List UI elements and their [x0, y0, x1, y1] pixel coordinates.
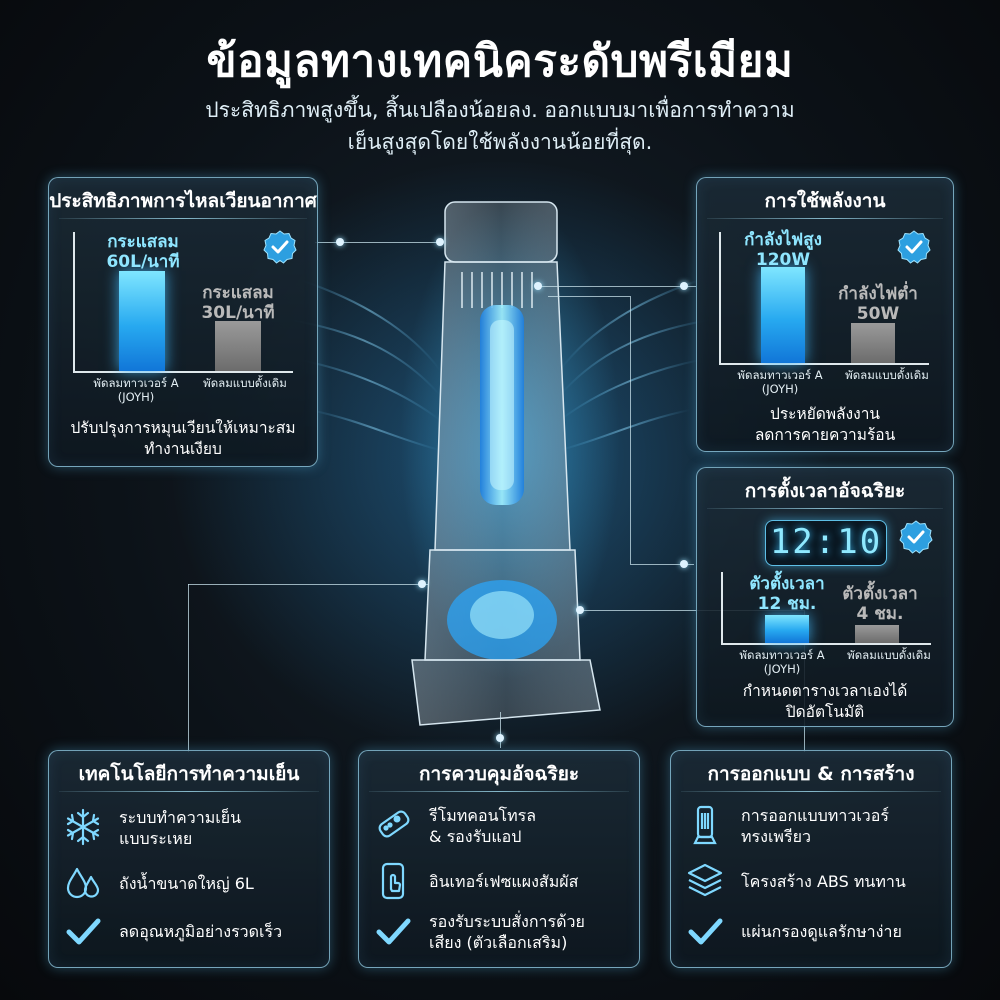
design-panel: การออกแบบ & การสร้าง การออกแบบทาวเวอร์ทร… [670, 750, 952, 968]
page-title: ข้อมูลทางเทคนิคระดับพรีเมียม [206, 36, 794, 87]
feature-text: ลดอุณหภูมิอย่างรวดเร็ว [119, 922, 283, 941]
feature-text: ถังน้ำขนาดใหญ่ 6L [119, 874, 254, 893]
feature-text: รองรับระบบสั่งการด้วยเสียง (ตัวเลือกเสริ… [429, 912, 585, 952]
verified-check-icon [899, 520, 933, 554]
bar-traditional-power [851, 323, 895, 363]
feature-text: อินเทอร์เฟซแผงสัมผัส [429, 872, 579, 891]
design-panel-title: การออกแบบ & การสร้าง [707, 763, 915, 785]
page-subtitle-line1: ประสิทธิภาพสูงขึ้น, สิ้นเปลืองน้อยลง. ออ… [205, 98, 795, 122]
chart-x-axis [721, 643, 931, 645]
page-subtitle-line2: เย็นสูงสุดโดยใช้พลังงานน้อยที่สุด. [347, 130, 653, 154]
chart-y-axis [721, 572, 723, 644]
tower-fan-product-image [400, 200, 620, 726]
leader-dot-cooling [418, 580, 426, 588]
feature-text: รีโมทคอนโทรล& รองรับแอป [429, 806, 537, 846]
leader-line-cooling-h [188, 584, 428, 585]
leader-line-cooling-v [188, 584, 189, 752]
category-label-joyh: พัดลมทาวเวอร์ A(JOYH) [737, 368, 823, 396]
bar-joyh-power [761, 267, 805, 363]
feature-item: รีโมทคอนโทรล& รองรับแอป [373, 805, 629, 846]
feature-item: ระบบทำความเย็นแบบระเหย [63, 807, 319, 848]
remote-icon [378, 810, 410, 838]
category-label-traditional: พัดลมแบบดั้งเดิม [845, 368, 929, 382]
verified-check-icon [897, 230, 931, 264]
leader-dot-power [534, 282, 542, 290]
leader-dot-power-panel [680, 282, 688, 290]
leader-dot-control [496, 734, 504, 742]
check-icon [66, 918, 101, 945]
chart-y-axis [73, 232, 75, 372]
airflow-panel-title: ประสิทธิภาพการไหลเวียนอากาศ [49, 190, 317, 212]
bar-joyh-airflow [119, 271, 165, 371]
touch-phone-icon [381, 862, 405, 900]
bar-joyh-timer [765, 615, 809, 643]
panel-divider [369, 791, 629, 792]
panel-divider [707, 508, 943, 509]
feature-text: แผ่นกรองดูแลรักษาง่าย [741, 922, 902, 941]
cooling-panel-title: เทคโนโลยีการทำความเย็น [78, 763, 300, 785]
feature-item: ถังน้ำขนาดใหญ่ 6L [63, 863, 319, 903]
feature-item: อินเทอร์เฟซแผงสัมผัส [373, 861, 629, 901]
chart-y-axis [719, 232, 721, 364]
bar-traditional-airflow [215, 321, 261, 371]
feature-text: ระบบทำความเย็นแบบระเหย [119, 808, 242, 848]
digital-clock-display: 12:10 [765, 520, 887, 566]
control-panel-title: การควบคุมอัจฉริยะ [418, 763, 580, 785]
bar-traditional-timer [855, 625, 899, 643]
cooling-panel: เทคโนโลยีการทำความเย็น ระบบทำความเย็นแบบ… [48, 750, 330, 968]
water-drops-icon [66, 867, 100, 899]
tower-fan-icon [693, 805, 717, 845]
feature-item: รองรับระบบสั่งการด้วยเสียง (ตัวเลือกเสริ… [373, 911, 629, 952]
timer-footer: กำหนดตารางเวลาเองได้ปิดอัตโนมัติ [742, 682, 908, 721]
timer-panel-title: การตั้งเวลาอัจฉริยะ [744, 480, 906, 502]
panel-divider [681, 791, 941, 792]
leader-dot-timer [680, 560, 688, 568]
power-footer: ประหยัดพลังงานลดการคายความร้อน [754, 405, 896, 444]
leader-line-timer-v [630, 296, 631, 564]
leader-line-airflow [315, 242, 437, 243]
leader-line-timer-h1 [548, 296, 630, 297]
chart-x-axis [73, 371, 293, 373]
category-label-traditional: พัดลมแบบดั้งเดิม [847, 648, 931, 662]
snowflake-icon [66, 808, 100, 846]
feature-text: โครงสร้าง ABS ทนทาน [741, 872, 906, 891]
control-panel: การควบคุมอัจฉริยะ รีโมทคอนโทรล& รองรับแอ… [358, 750, 640, 968]
layers-icon [687, 863, 723, 897]
panel-divider [707, 218, 943, 219]
leader-line-design-h [580, 610, 804, 611]
leader-dot-airflow [336, 238, 344, 246]
check-icon [376, 918, 411, 945]
chart-x-axis [719, 363, 929, 365]
category-label-traditional: พัดลมแบบดั้งเดิม [203, 376, 287, 390]
feature-item: โครงสร้าง ABS ทนทาน [685, 861, 941, 901]
feature-item: ลดอุณหภูมิอย่างรวดเร็ว [63, 911, 319, 951]
leader-line-power [538, 286, 696, 287]
feature-item: แผ่นกรองดูแลรักษาง่าย [685, 911, 941, 951]
airflow-footer: ปรับปรุงการหมุนเวียนให้เหมาะสมทำงานเงียบ [70, 419, 296, 458]
leader-line-control [500, 712, 501, 748]
feature-item: การออกแบบทาวเวอร์ทรงเพรียว [685, 805, 941, 846]
panel-divider [59, 218, 307, 219]
leader-dot-airflow-fan [436, 238, 444, 246]
power-panel-title: การใช้พลังงาน [764, 190, 886, 212]
category-label-joyh: พัดลมทาวเวอร์ A(JOYH) [93, 376, 179, 404]
category-label-joyh: พัดลมทาวเวอร์ A(JOYH) [739, 648, 825, 676]
feature-text: การออกแบบทาวเวอร์ทรงเพรียว [741, 806, 889, 846]
leader-dot-design [576, 606, 584, 614]
check-icon [688, 918, 723, 945]
leader-line-timer-h2 [630, 564, 694, 565]
verified-check-icon [263, 230, 297, 264]
panel-divider [59, 791, 319, 792]
